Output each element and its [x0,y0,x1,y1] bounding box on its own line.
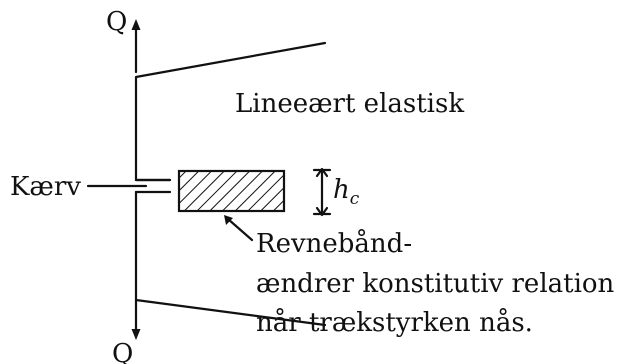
height-symbol: h [333,175,350,205]
notch-label: Kærv [10,172,81,202]
height-subscript: c [350,189,360,209]
band-note-line-3: når trækstyrken nås. [256,307,533,338]
region-label: Lineeært elastisk [235,89,464,119]
height-label: hc [333,175,360,209]
bottom-load-label: Q [112,339,133,364]
height-dimension [312,167,332,217]
notch [134,178,172,194]
band-note-line-2: ændrer konstitutiv relation [256,269,615,299]
bottom-load-arrow [131,298,141,340]
top-load-label: Q [106,7,127,37]
top-load-arrow [131,19,141,74]
crack-band [177,169,286,213]
band-note-line-1: Revnebånd- [256,228,412,259]
band-pointer-arrow [224,215,254,242]
